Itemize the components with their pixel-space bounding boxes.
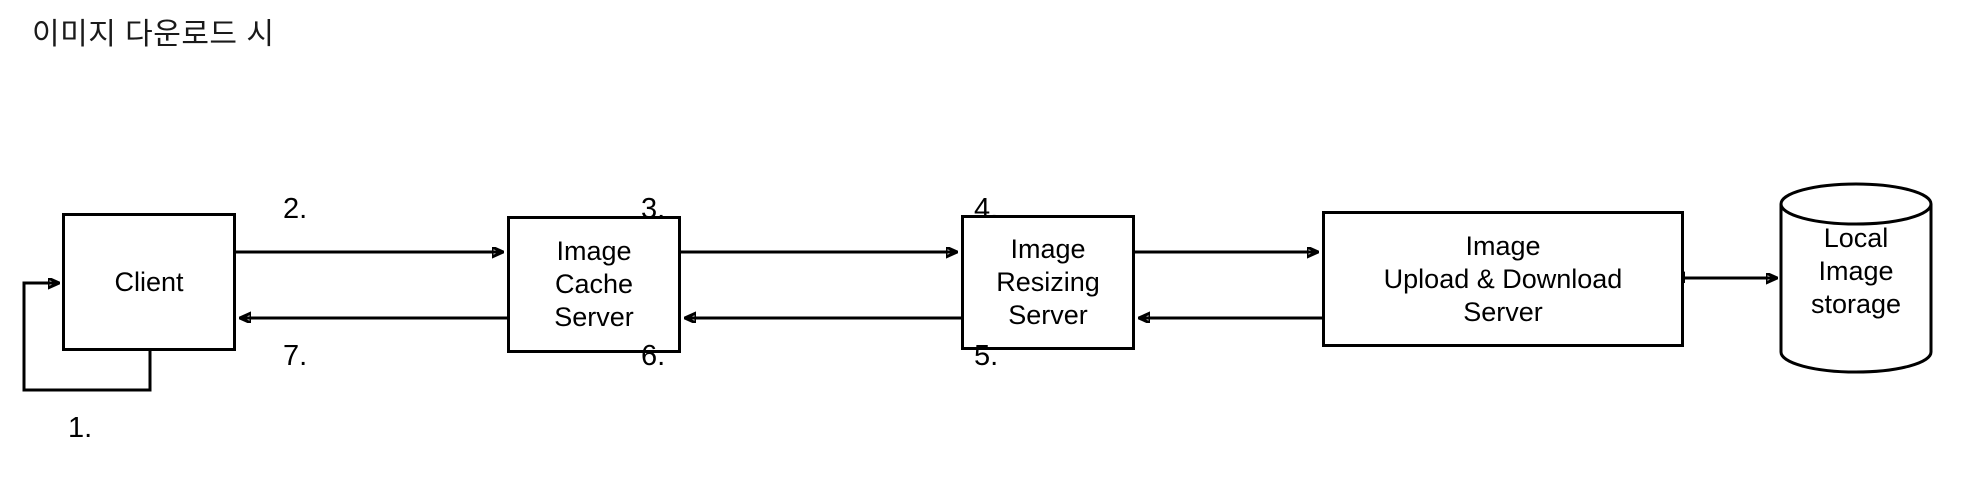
node-image-cache-server[interactable]: Image Cache Server [507,216,681,353]
edge-label-1: 1. [68,412,93,444]
page-title: 이미지 다운로드 시 [32,18,275,51]
connector-1-client-self-loop [22,283,152,392]
edge-label-6: 6. [641,340,666,372]
edge-label-4: 4. [974,193,999,225]
node-image-resizing-server-label: Image Resizing Server [996,234,1100,330]
node-client[interactable]: Client [62,213,236,351]
edge-label-3: 3. [641,193,666,225]
node-image-cache-server-label: Image Cache Server [554,236,634,332]
node-image-upload-download-server-label: Image Upload & Download Server [1383,230,1623,327]
node-image-resizing-server[interactable]: Image Resizing Server [961,215,1135,350]
edge-label-2: 2. [283,193,308,225]
node-local-image-storage-label: Local Image storage [1810,223,1902,319]
cylinder-shape [1779,182,1933,374]
node-local-image-storage[interactable]: Local Image storage [1776,182,1936,374]
edge-label-7: 7. [283,340,308,372]
edge-label-5: 5. [974,340,999,372]
node-image-upload-download-server[interactable]: Image Upload & Download Server [1322,211,1684,347]
node-client-label: Client [114,266,184,297]
